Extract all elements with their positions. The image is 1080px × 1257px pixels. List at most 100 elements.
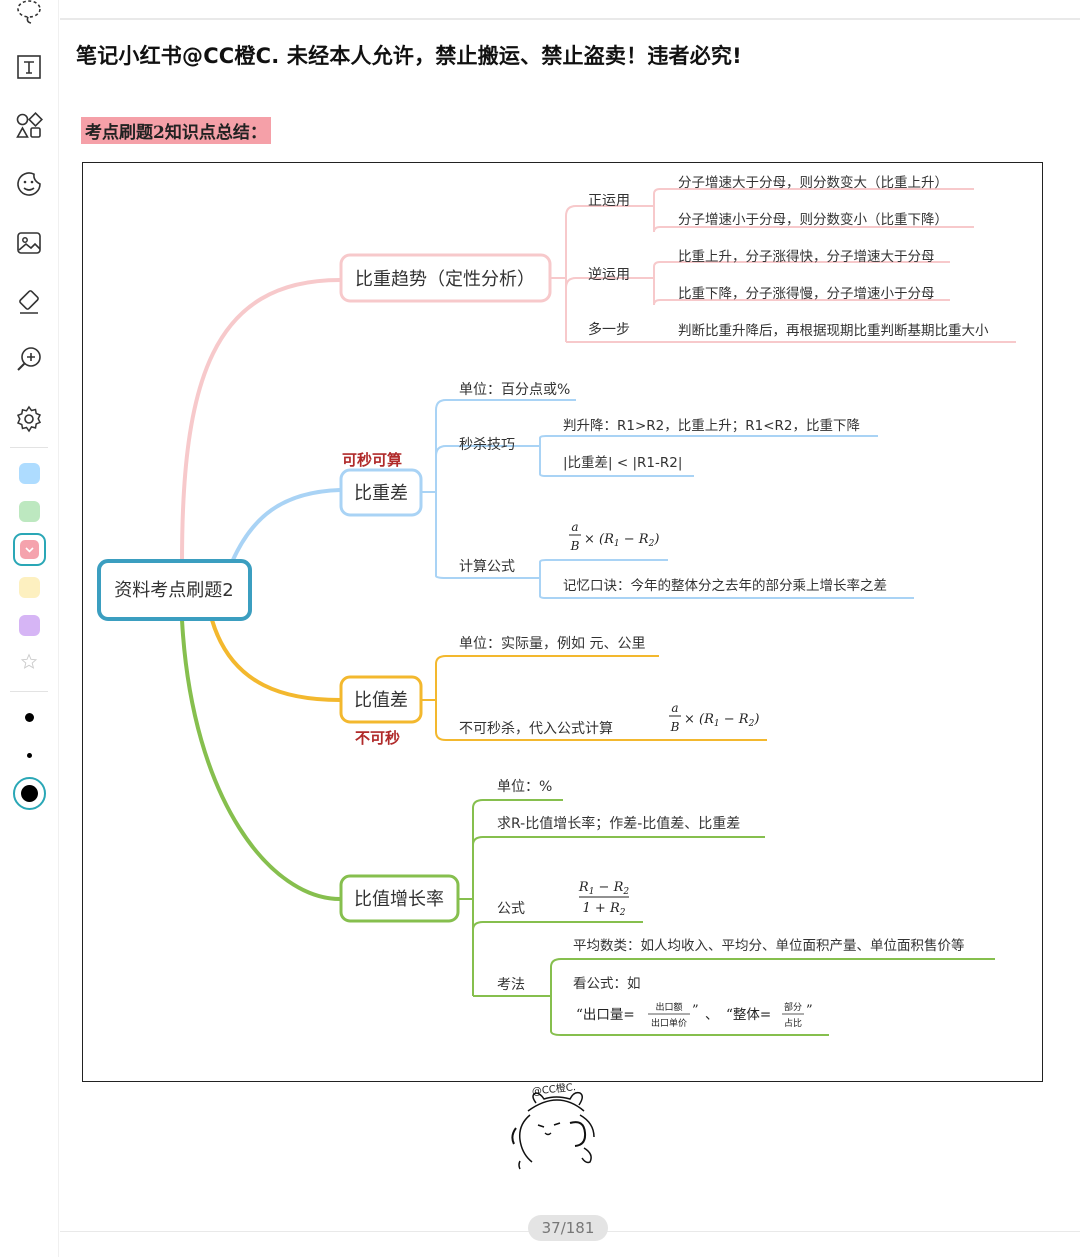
svg-text:、: 、 (705, 1007, 719, 1023)
group-item: 判断比重升降后，再根据现期比重判断基期比重大小 (678, 322, 989, 339)
group-label-extra-step: 多一步 (588, 321, 630, 338)
ratio-diff-calc: 不可秒杀，代入公式计算 (459, 721, 613, 737)
trick-item: |比重差| < |R1-R2| (563, 455, 682, 471)
svg-text:R1 − R2: R1 − R2 (578, 880, 629, 897)
color-swatch-pink-selected[interactable] (13, 533, 46, 566)
image-tool-button[interactable] (11, 225, 47, 261)
trick-item: 判升降：R1>R2，比重上升；R1<R2，比重下降 (563, 418, 860, 434)
branch-title-share-diff: 比重差 (354, 483, 408, 504)
svg-text:“出口量=: “出口量= (576, 1007, 635, 1023)
svg-text:B: B (570, 539, 580, 553)
eraser-icon (19, 290, 39, 314)
svg-text:a: a (571, 520, 578, 534)
shapes-tool-button[interactable] (11, 108, 47, 144)
connector (549, 958, 995, 1036)
svg-text:占比: 占比 (784, 1017, 802, 1029)
method-look-formula: 看公式：如 (573, 976, 641, 992)
eraser-tool-button[interactable] (11, 284, 47, 320)
ratio-growth-find: 求R-比值增长率；作差-比值差、比重差 (497, 815, 740, 832)
group-item: 分子增速小于分母，则分数变小（比重下降） (678, 212, 948, 228)
share-diff-formula-label: 计算公式 (459, 559, 515, 575)
branch-curve-share-trend (180, 278, 341, 563)
page-top-divider (60, 18, 1080, 20)
svg-text:a: a (671, 701, 678, 715)
branch-curve-ratio-diff (210, 619, 341, 702)
share-diff-trick-label: 秒杀技巧 (459, 437, 515, 453)
note-can-quick-or-calc: 可秒可算 (342, 451, 402, 469)
method-average: 平均数类：如人均收入、平均分、单位面积产量、单位面积售价等 (573, 937, 965, 954)
connector (632, 261, 950, 306)
favorite-color-button[interactable] (12, 645, 46, 679)
connector (632, 188, 974, 233)
color-swatch-green[interactable] (19, 501, 40, 522)
color-swatch-pink (20, 540, 39, 559)
summary-heading: 考点刷题2知识点总结： (81, 117, 271, 144)
group-item: 分子增速大于分母，则分数变大（比重上升） (678, 175, 948, 191)
svg-text:”: ” (806, 1003, 813, 1018)
settings-icon (16, 405, 42, 433)
connector (536, 559, 914, 599)
branch-title-ratio-diff: 比值差 (354, 690, 408, 711)
svg-text:1 + R2: 1 + R2 (583, 901, 626, 918)
connector (421, 655, 767, 741)
color-swatch-yellow[interactable] (19, 577, 40, 598)
mindmap-frame (82, 162, 1043, 1082)
sticker-tool-button[interactable] (11, 166, 47, 202)
lasso-icon (17, 0, 41, 24)
share-diff-formula: a B × (R1 − R2) (569, 520, 659, 553)
svg-text:× (R1 − R2): × (R1 − R2) (684, 712, 759, 729)
image-icon (17, 232, 41, 254)
left-toolbar (0, 0, 59, 1257)
lasso-tool-button[interactable] (11, 0, 47, 30)
stroke-size-small[interactable] (25, 713, 34, 722)
toolbar-divider (10, 691, 48, 692)
color-swatch-purple[interactable] (19, 615, 40, 636)
svg-text:B: B (670, 720, 680, 734)
shapes-icon (16, 112, 43, 138)
ratio-growth-formula: R1 − R2 1 + R2 (578, 880, 629, 918)
toolbar-divider (10, 447, 48, 448)
method-examples: “出口量= 出口额 出口单价 ” 、 “整体= 部分 占比 ” (576, 1001, 813, 1029)
zoom-tool-button[interactable] (11, 342, 47, 378)
svg-text:出口单价: 出口单价 (651, 1017, 687, 1029)
stroke-size-large-selected[interactable] (13, 777, 46, 810)
settings-button[interactable] (11, 401, 47, 437)
group-item: 比重下降，分子涨得慢，分子增速小于分母 (678, 285, 935, 302)
ratio-diff-formula: a B × (R1 − R2) (669, 701, 759, 734)
text-tool-button[interactable] (11, 49, 47, 85)
stroke-size-large (21, 785, 38, 802)
ratio-growth-unit: 单位：% (497, 779, 552, 795)
connector (565, 205, 632, 343)
svg-text:“整体=: “整体= (726, 1007, 771, 1023)
root-label: 资料考点刷题2 (114, 580, 233, 601)
ratio-diff-unit: 单位：实际量，例如 元、公里 (459, 636, 645, 652)
mascot-drawing: @CC橙C. (511, 1083, 595, 1170)
sticker-icon (17, 172, 41, 196)
root-node[interactable] (97, 559, 252, 621)
connector (550, 216, 567, 342)
mindmap: 资料考点刷题2 比重趋势（定性分析） 正运用 逆运用 多一步 分子增速大于分母，… (97, 175, 1016, 1036)
branch-curve-ratio-growth (180, 619, 341, 901)
ratio-growth-formula-label: 公式 (497, 901, 525, 917)
ratio-growth-method-label: 考法 (497, 977, 525, 993)
check-chevron-icon (25, 547, 34, 553)
text-icon (17, 55, 41, 79)
branch-title-share-trend: 比重趋势（定性分析） (355, 269, 535, 290)
connector (421, 399, 576, 579)
page-indicator: 37/181 (528, 1215, 608, 1241)
share-diff-mnemonic: 记忆口诀：今年的整体分之去年的部分乘上增长率之差 (563, 577, 887, 594)
share-diff-unit: 单位：百分点或% (459, 382, 570, 398)
svg-text:出口额: 出口额 (655, 1001, 682, 1013)
group-label-reverse: 逆运用 (588, 267, 630, 283)
zoom-icon (17, 347, 41, 371)
svg-text:× (R1 − R2): × (R1 − R2) (584, 532, 659, 549)
stroke-size-tiny[interactable] (27, 753, 32, 758)
star-plus-icon (20, 653, 38, 669)
group-label-forward: 正运用 (588, 193, 630, 209)
copyright-notice: 笔记小红书@CC橙C. 未经本人允许，禁止搬运、禁止盗卖！违者必究! (76, 44, 742, 68)
color-swatch-blue[interactable] (19, 463, 40, 484)
branch-title-ratio-growth: 比值增长率 (354, 889, 444, 910)
svg-text:”: ” (692, 1003, 699, 1018)
connector (458, 799, 765, 998)
connector (536, 435, 878, 477)
